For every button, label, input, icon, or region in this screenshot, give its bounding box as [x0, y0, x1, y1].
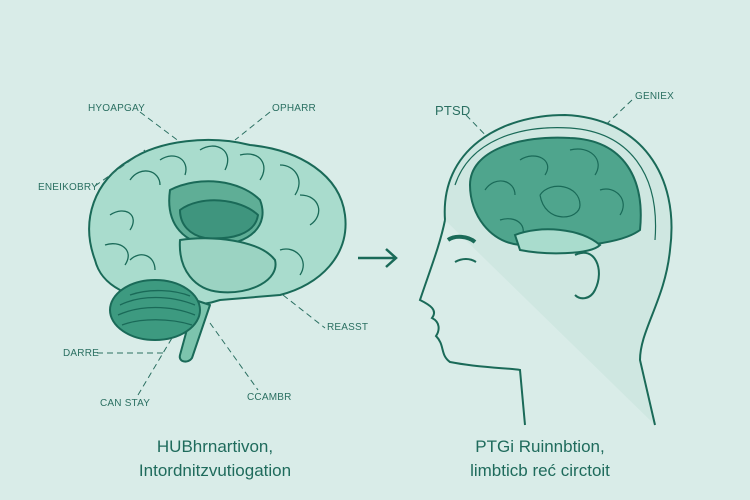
- right-caption-line1: PTGi Ruinnbtion,: [475, 437, 605, 456]
- label-mid-left: ENEIKOBRY: [38, 182, 98, 193]
- label-bottom-center: CAN STAY: [100, 398, 151, 409]
- right-caption-line2: limbticb reć circtoit: [470, 461, 610, 480]
- label-right: REASST: [327, 322, 369, 333]
- head-illustration: [418, 113, 673, 426]
- brain-illustration: [88, 139, 347, 363]
- left-caption-line2: Intordnitzvutiogation: [138, 461, 292, 480]
- right-arrow-icon: [358, 248, 398, 268]
- label-cortex: GENIEX: [635, 91, 674, 102]
- label-top-right: OPHARR: [272, 103, 316, 114]
- label-bottom-left: DARRE: [63, 348, 100, 359]
- left-caption: HUBhrnartivon, Intordnitzvutiogation: [110, 435, 320, 483]
- right-caption: PTGi Ruinnbtion, limbticb reć circtoit: [440, 435, 640, 483]
- label-ptsd: PTSD: [435, 103, 471, 118]
- label-top-left: HYOAPGAY: [88, 103, 145, 114]
- label-bottom-right: CCAMBR: [247, 392, 292, 403]
- left-caption-line1: HUBhrnartivon,: [156, 437, 274, 456]
